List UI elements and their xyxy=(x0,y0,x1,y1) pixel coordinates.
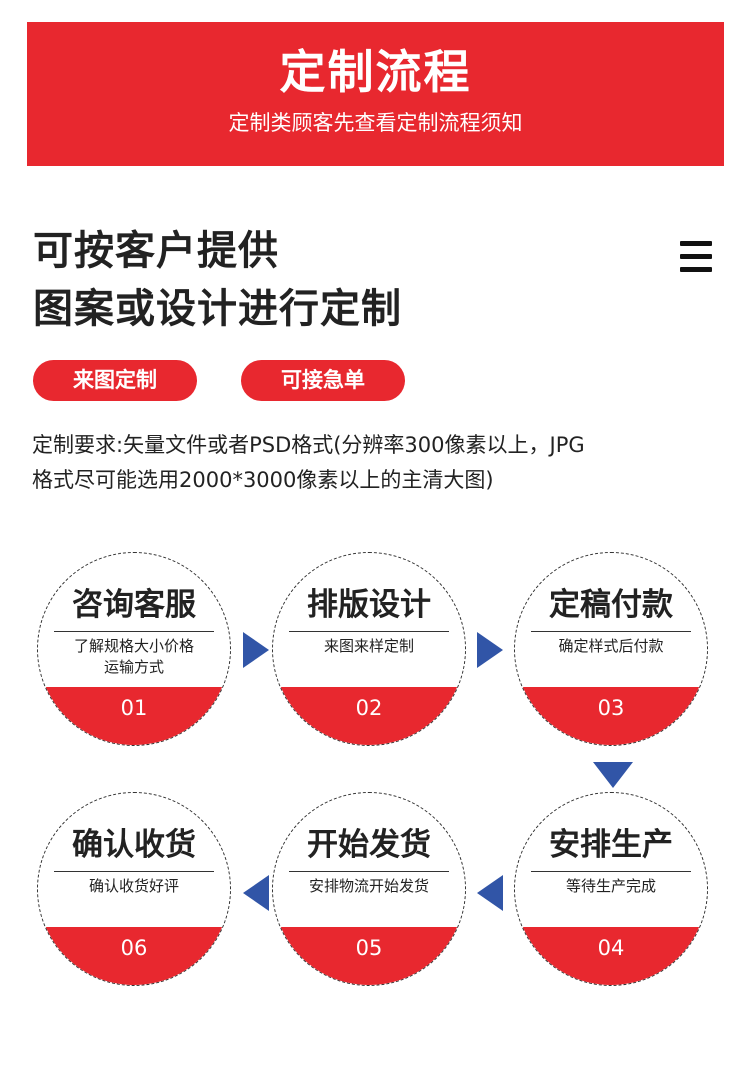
headline-line-1: 可按客户提供 xyxy=(33,228,279,274)
page-subtitle: 定制类顾客先查看定制流程须知 xyxy=(228,111,523,135)
step-ring: 咨询客服 了解规格大小价格 运输方式 01 xyxy=(37,552,231,746)
step-divider xyxy=(54,631,214,632)
step-description: 了解规格大小价格 运输方式 xyxy=(52,636,216,678)
step-description: 安排物流开始发货 xyxy=(287,876,451,897)
step-description-line: 运输方式 xyxy=(103,658,164,676)
step-number: 01 xyxy=(120,696,148,720)
step-description-line: 了解规格大小价格 xyxy=(73,637,194,655)
tag-custom-artwork[interactable]: 来图定制 xyxy=(33,360,197,401)
step-title: 排版设计 xyxy=(307,587,431,623)
step-divider xyxy=(531,871,691,872)
step-ring: 确认收货 确认收货好评 06 xyxy=(37,792,231,986)
menu-bar xyxy=(680,267,712,272)
headline-line-2: 图案或设计进行定制 xyxy=(33,286,402,332)
step-card-02: 排版设计 来图来样定制 02 xyxy=(272,552,468,748)
step-title: 定稿付款 xyxy=(549,587,673,623)
requirements-text: 定制要求:矢量文件或者PSD格式(分辨率300像素以上，JPG 格式尽可能选用2… xyxy=(32,428,722,498)
page-title: 定制流程 xyxy=(279,45,472,99)
headline: 可按客户提供 图案或设计进行定制 xyxy=(33,222,402,338)
tag-rush-orders[interactable]: 可接急单 xyxy=(241,360,405,401)
step-description: 来图来样定制 xyxy=(287,636,451,657)
step-description: 确定样式后付款 xyxy=(529,636,693,657)
step-number-band xyxy=(273,927,465,985)
step-ring: 安排生产 等待生产完成 04 xyxy=(514,792,708,986)
header-banner: 定制流程 定制类顾客先查看定制流程须知 xyxy=(27,22,724,166)
step-title: 确认收货 xyxy=(72,827,196,863)
step-description-line: 来图来样定制 xyxy=(323,637,414,655)
step-description: 等待生产完成 xyxy=(529,876,693,897)
step-number: 02 xyxy=(355,696,383,720)
step-title: 咨询客服 xyxy=(72,587,196,623)
step-divider xyxy=(289,871,449,872)
step-number: 04 xyxy=(597,936,625,960)
step-description-line: 安排物流开始发货 xyxy=(308,877,429,895)
step-divider xyxy=(54,871,214,872)
step-number-band xyxy=(273,687,465,745)
step-description: 确认收货好评 xyxy=(52,876,216,897)
step-ring: 定稿付款 确定样式后付款 03 xyxy=(514,552,708,746)
step-number: 03 xyxy=(597,696,625,720)
step-divider xyxy=(531,631,691,632)
step-ring: 排版设计 来图来样定制 02 xyxy=(272,552,466,746)
step-number: 05 xyxy=(355,936,383,960)
step-card-06: 确认收货 确认收货好评 06 xyxy=(37,792,233,988)
step-number-band xyxy=(515,927,707,985)
step-card-05: 开始发货 安排物流开始发货 05 xyxy=(272,792,468,988)
arrow-left-icon xyxy=(477,875,503,911)
arrow-down-icon xyxy=(593,762,633,788)
step-title: 开始发货 xyxy=(307,827,431,863)
step-card-04: 安排生产 等待生产完成 04 xyxy=(514,792,710,988)
menu-bar xyxy=(680,254,712,259)
step-number: 06 xyxy=(120,936,148,960)
step-number-band xyxy=(38,687,230,745)
arrow-right-icon xyxy=(477,632,503,668)
arrow-left-icon xyxy=(243,875,269,911)
requirements-line-1: 定制要求:矢量文件或者PSD格式(分辨率300像素以上，JPG xyxy=(32,433,585,457)
step-card-03: 定稿付款 确定样式后付款 03 xyxy=(514,552,710,748)
step-number-band xyxy=(515,687,707,745)
step-divider xyxy=(289,631,449,632)
step-description-line: 确认收货好评 xyxy=(88,877,179,895)
menu-bar xyxy=(680,241,712,246)
step-ring: 开始发货 安排物流开始发货 05 xyxy=(272,792,466,986)
arrow-right-icon xyxy=(243,632,269,668)
step-number-band xyxy=(38,927,230,985)
hamburger-icon[interactable] xyxy=(680,241,712,275)
step-title: 安排生产 xyxy=(549,827,673,863)
step-card-01: 咨询客服 了解规格大小价格 运输方式 01 xyxy=(37,552,233,748)
requirements-line-2: 格式尽可能选用2000*3000像素以上的主清大图) xyxy=(32,468,494,492)
step-description-line: 确定样式后付款 xyxy=(558,637,664,655)
step-description-line: 等待生产完成 xyxy=(565,877,656,895)
